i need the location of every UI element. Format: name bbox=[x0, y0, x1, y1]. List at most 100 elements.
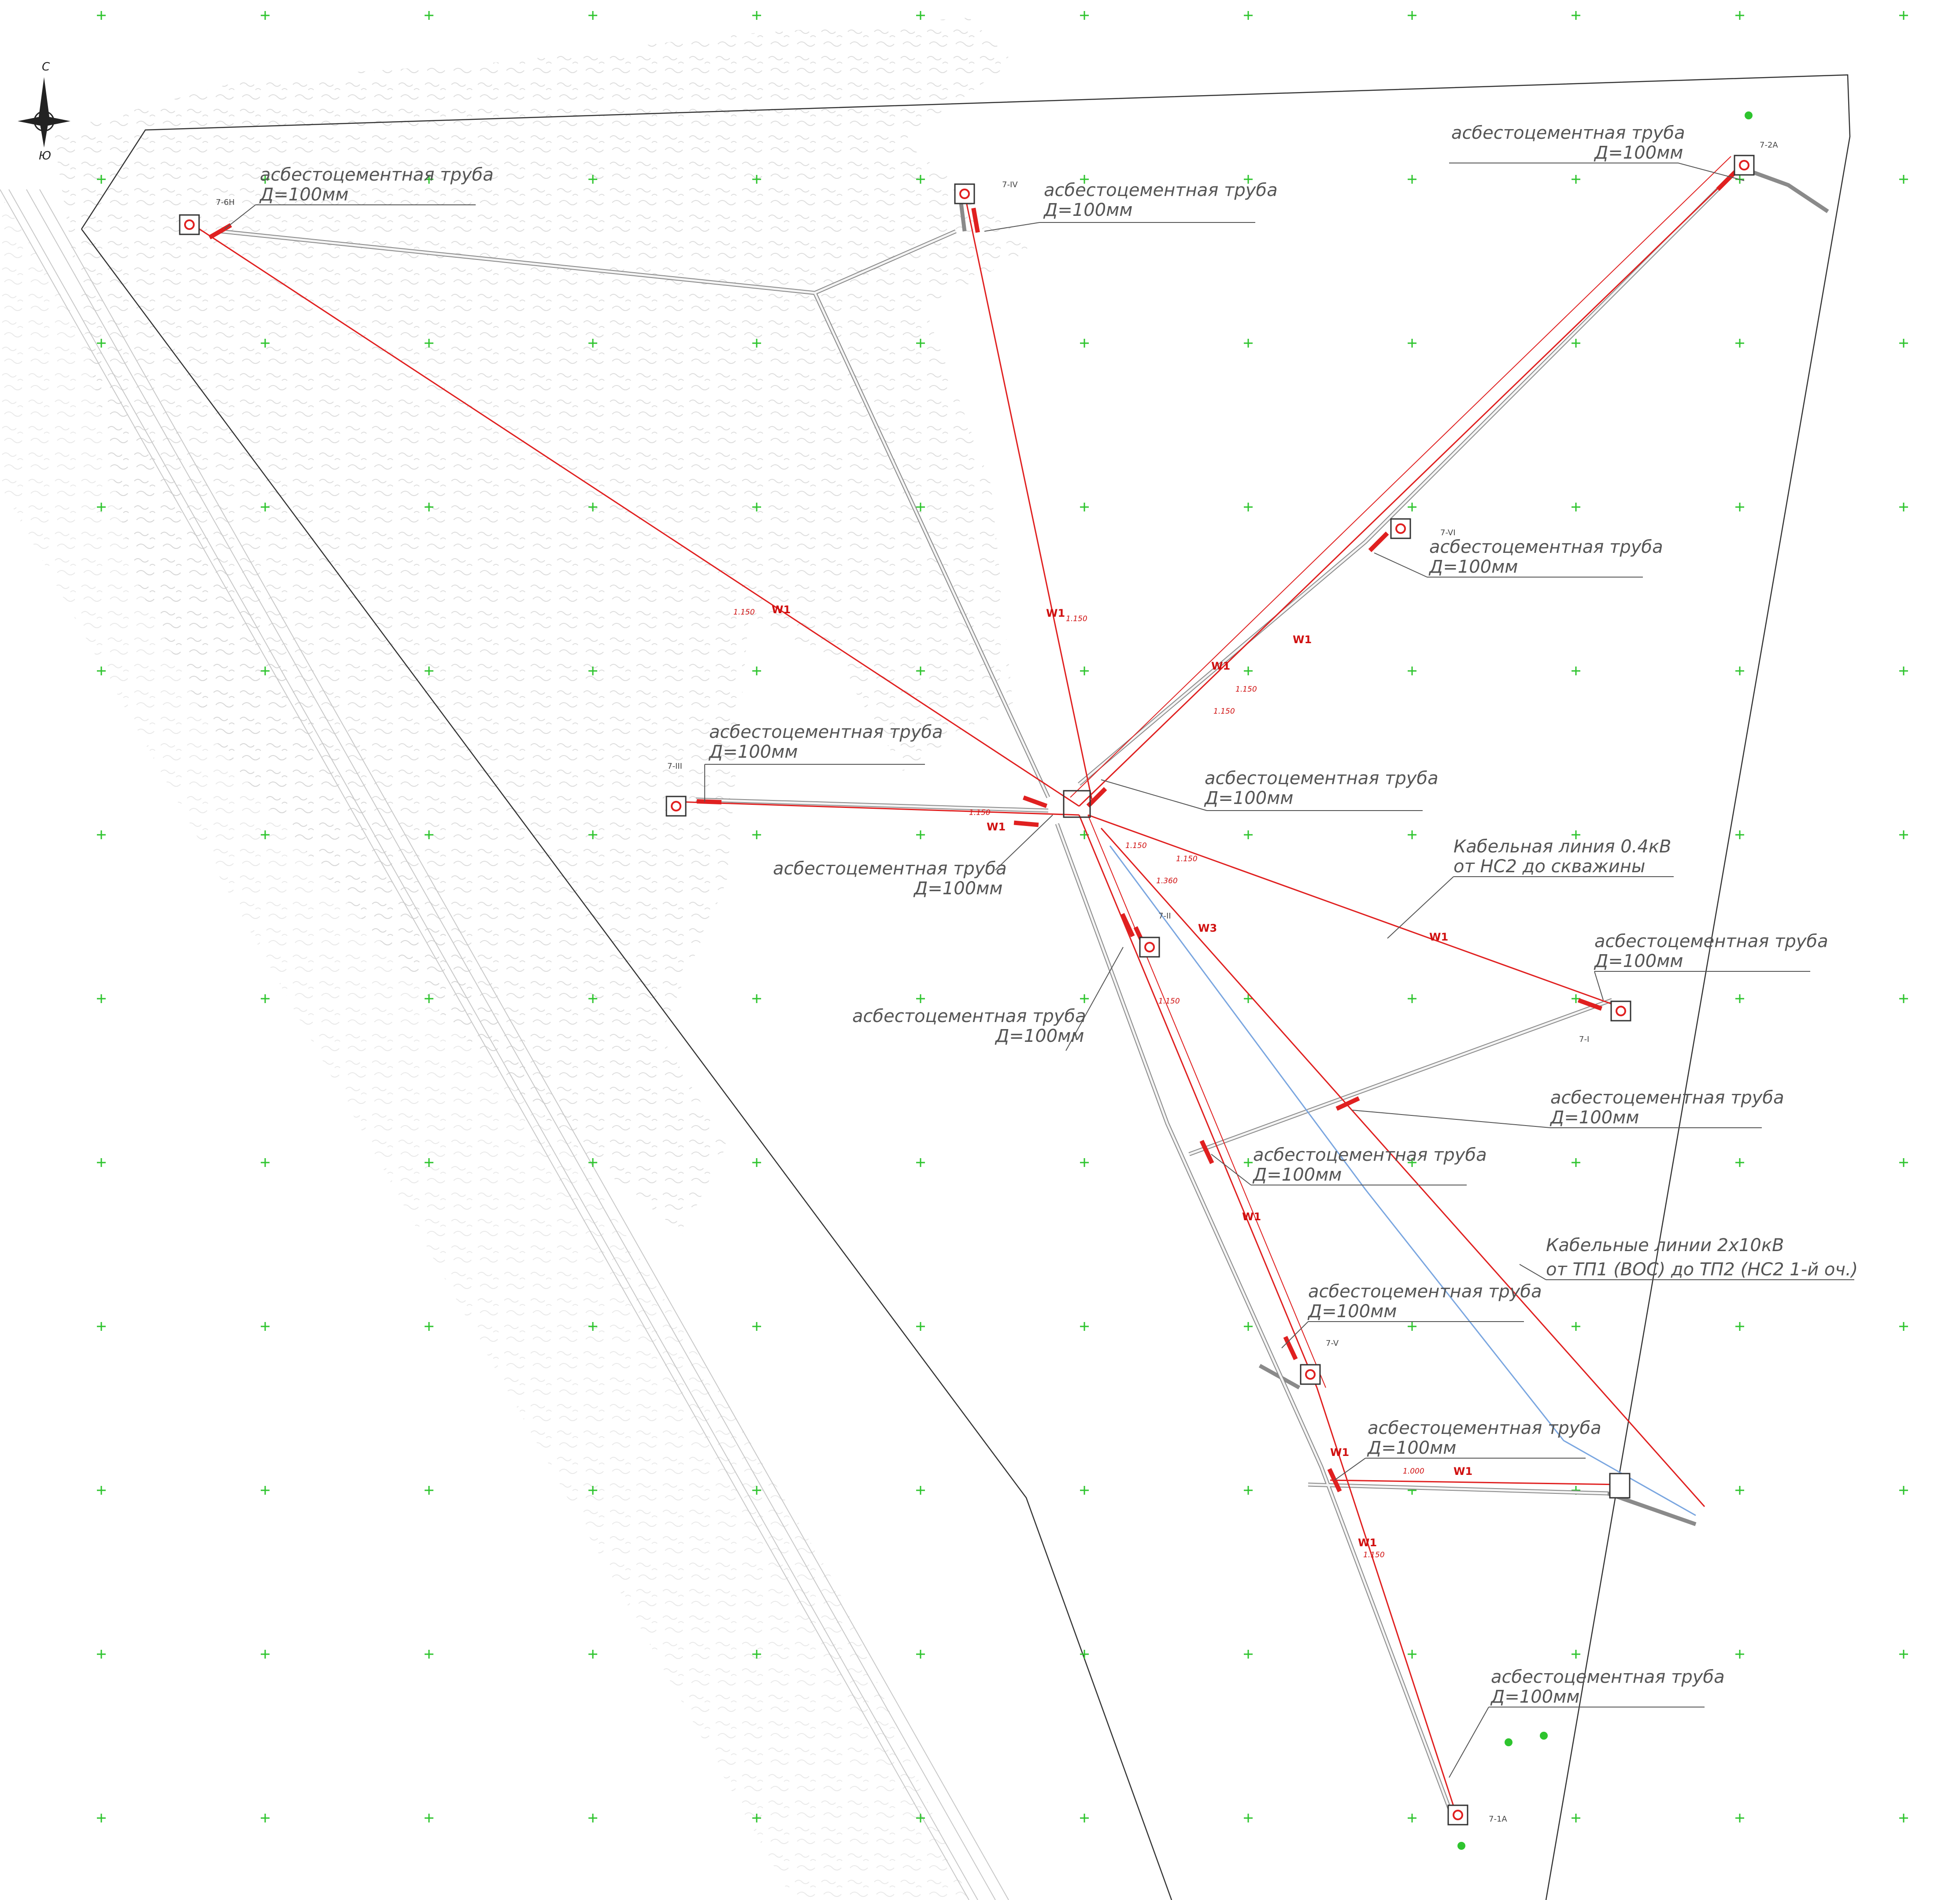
pipe-sleeve bbox=[1716, 170, 1737, 191]
depth-label: 1.150 bbox=[969, 808, 991, 817]
grid-cross bbox=[425, 11, 433, 20]
depth-label: 1.150 bbox=[1158, 997, 1180, 1006]
grid-cross bbox=[1244, 1486, 1253, 1495]
grid-cross bbox=[1899, 1322, 1908, 1331]
grid-cross bbox=[261, 175, 270, 184]
callout-junction-l1: асбестоцементная труба bbox=[1368, 1418, 1601, 1438]
grid-cross bbox=[261, 503, 270, 511]
grid-cross bbox=[916, 339, 925, 348]
grid-cross bbox=[261, 11, 270, 20]
well-tag-7-vi: 7-VI bbox=[1440, 528, 1456, 537]
grid-cross bbox=[1572, 175, 1580, 184]
grid-cross bbox=[1080, 1322, 1089, 1331]
pipe-sleeve bbox=[208, 223, 232, 240]
grid-cross bbox=[425, 1158, 433, 1167]
pipe-sleeve bbox=[1022, 795, 1048, 808]
grid-cross bbox=[97, 994, 106, 1003]
depth-label: 1.150 bbox=[1213, 707, 1235, 716]
well bbox=[1734, 155, 1755, 176]
well-tag-7-1a: 7-1А bbox=[1489, 1815, 1507, 1824]
callout-7-1a-l1: асбестоцементная труба bbox=[1491, 1667, 1725, 1687]
pipe-sleeve bbox=[1368, 531, 1389, 552]
grid-cross bbox=[425, 667, 433, 675]
grid-cross bbox=[97, 1650, 106, 1659]
grid-cross bbox=[752, 1814, 761, 1822]
grid-cross bbox=[1244, 175, 1253, 184]
grid-cross bbox=[588, 1814, 597, 1822]
pipe-sleeve bbox=[1120, 913, 1135, 937]
grid-cross bbox=[1735, 1158, 1744, 1167]
grid-cross bbox=[1080, 994, 1089, 1003]
depth-label: 1.000 bbox=[1403, 1467, 1424, 1476]
well bbox=[1390, 518, 1411, 539]
callout-7-vi-l2: Д=100мм bbox=[1428, 557, 1518, 577]
grid-cross bbox=[1244, 11, 1253, 20]
grid-cross bbox=[916, 11, 925, 20]
grid-cross bbox=[261, 339, 270, 348]
grid-cross bbox=[261, 1650, 270, 1659]
cable-04kv-l1: Кабельная линия 0.4кВ bbox=[1453, 837, 1671, 857]
grid-cross bbox=[97, 1322, 106, 1331]
grid-cross bbox=[97, 175, 106, 184]
grid-cross bbox=[97, 339, 106, 348]
grid-cross bbox=[752, 339, 761, 348]
grid-cross bbox=[1899, 11, 1908, 20]
callout-7-iii-l1: асбестоцементная труба bbox=[709, 722, 943, 742]
callout-7-6n-l1: асбестоцементная труба bbox=[260, 165, 494, 185]
w1-marker: W1 bbox=[1358, 1537, 1377, 1549]
callout-7-1a-l2: Д=100мм bbox=[1490, 1687, 1579, 1707]
cable-callouts: Кабельная линия 0.4кВ от НС2 до скважины… bbox=[1453, 837, 1858, 1280]
callout-sw-l2: Д=100мм bbox=[913, 878, 1002, 899]
grid-cross bbox=[1572, 667, 1580, 675]
grid-cross bbox=[1899, 175, 1908, 184]
well-tag-7-iv: 7-IV bbox=[1002, 180, 1018, 189]
grid-cross bbox=[752, 503, 761, 511]
callout-7-ii-l1: асбестоцементная труба bbox=[852, 1006, 1086, 1026]
railway-lines bbox=[0, 189, 1009, 1900]
grid-cross bbox=[588, 339, 597, 348]
grid-cross bbox=[752, 1158, 761, 1167]
grid-cross bbox=[1408, 1814, 1416, 1822]
grid-cross bbox=[425, 175, 433, 184]
cable-10kv-l2: от ТП1 (ВОС) до ТП2 (НС2 1-й оч.) bbox=[1546, 1259, 1858, 1280]
grid-cross bbox=[1408, 1322, 1416, 1331]
w1-marker: W1 bbox=[772, 604, 791, 616]
grid-cross bbox=[261, 667, 270, 675]
pipe-sleeve bbox=[1086, 787, 1107, 808]
grid-cross bbox=[1080, 339, 1089, 348]
grid-cross bbox=[425, 339, 433, 348]
pipe-sleeve bbox=[1013, 820, 1039, 827]
callout-center-l1: асбестоцементная труба bbox=[1205, 768, 1439, 789]
grid-cross bbox=[916, 503, 925, 511]
grid-cross bbox=[1572, 339, 1580, 348]
well bbox=[954, 183, 975, 204]
callout-center-l2: Д=100мм bbox=[1204, 788, 1293, 808]
pump-station bbox=[1063, 790, 1631, 1499]
well bbox=[666, 796, 687, 817]
grid-cross bbox=[1899, 1814, 1908, 1822]
depth-label: 1.150 bbox=[1066, 615, 1087, 623]
grid-cross bbox=[1408, 994, 1416, 1003]
grid-cross bbox=[1735, 339, 1744, 348]
grid-cross bbox=[1080, 1486, 1089, 1495]
grid-cross bbox=[588, 1486, 597, 1495]
grid-cross bbox=[1408, 11, 1416, 20]
grid-cross bbox=[588, 11, 597, 20]
grid-cross bbox=[1408, 667, 1416, 675]
callout-sw-l1: асбестоцементная труба bbox=[773, 859, 1007, 879]
grid-cross bbox=[1899, 667, 1908, 675]
grid-cross bbox=[425, 830, 433, 839]
grid-cross bbox=[1408, 339, 1416, 348]
grid-cross bbox=[1244, 1814, 1253, 1822]
grid-cross bbox=[1244, 1650, 1253, 1659]
grid-cross bbox=[1080, 503, 1089, 511]
callout-7-2a-l1: асбестоцементная труба bbox=[1451, 123, 1685, 143]
depth-label: 1.150 bbox=[1363, 1551, 1385, 1559]
grid-cross bbox=[425, 503, 433, 511]
grid-cross bbox=[1735, 11, 1744, 20]
callout-road-east-l1: асбестоцементная труба bbox=[1550, 1088, 1784, 1108]
grid-cross bbox=[1572, 830, 1580, 839]
grid-cross bbox=[1899, 1650, 1908, 1659]
grid-cross bbox=[97, 830, 106, 839]
grid-cross bbox=[916, 1650, 925, 1659]
